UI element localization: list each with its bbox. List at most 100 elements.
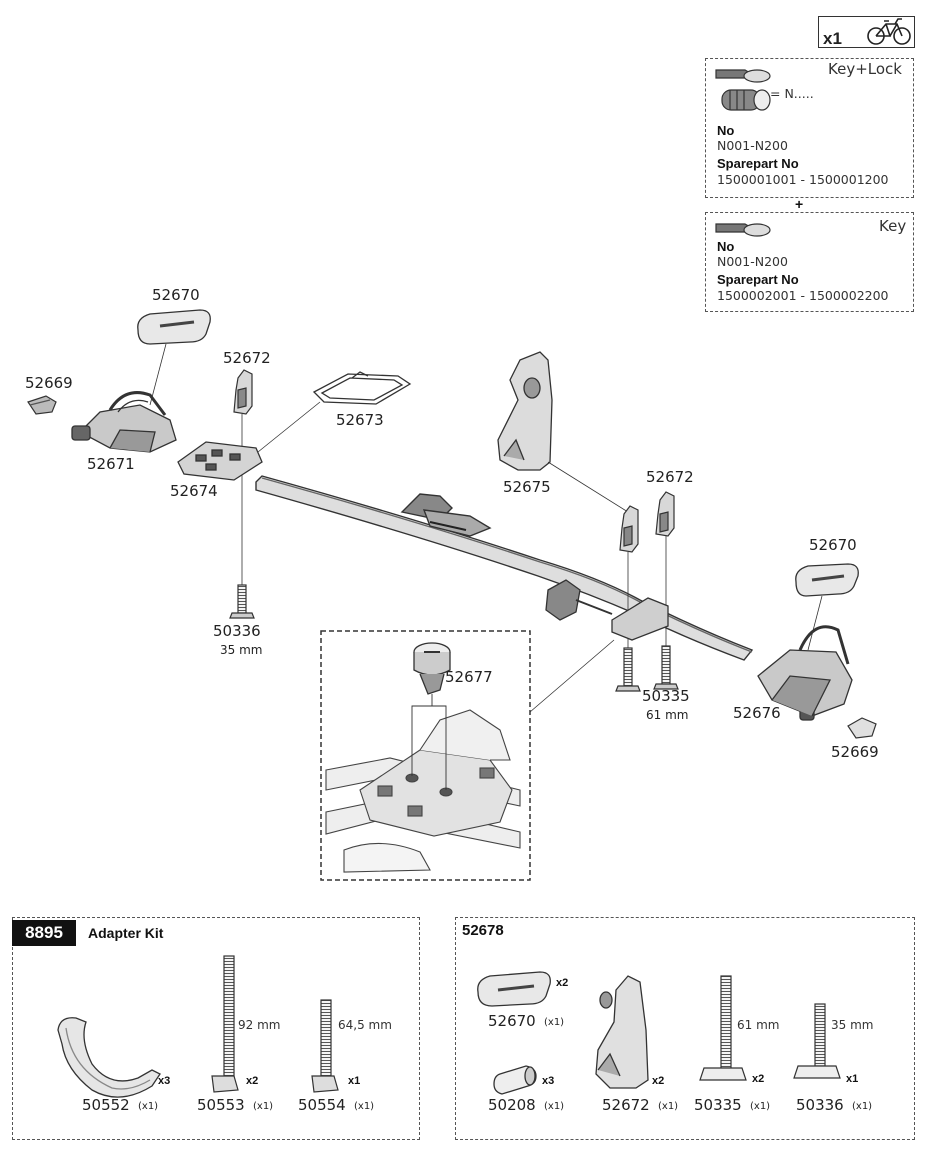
part-label: 52672 [646,468,694,486]
qty-label: x2 [246,1075,259,1087]
key-no-label: No [717,239,735,254]
item-part: 50554 [298,1096,346,1114]
wheel-holder-52676 [757,625,853,721]
wheel-holder-52671 [71,391,177,453]
part-length: 61 mm [646,708,689,722]
adapter-kit-badge: 8895 [12,920,76,946]
key-lock-equals: = N..... [770,86,814,101]
frame-plate-52673 [312,371,412,405]
wheel-rail [255,475,754,661]
part-label: 52675 [503,478,551,496]
adapter-kit-panel [12,917,420,1140]
rail-clamp [545,579,669,641]
item-part: 50553 [197,1096,245,1114]
key-icon [715,69,771,83]
t-bolt-50336-kit [793,1003,841,1079]
qty-label: x1 [348,1075,361,1087]
item-count: (x1) [750,1101,771,1112]
item-length: 61 mm [737,1018,780,1032]
item-count: (x1) [544,1101,565,1112]
t-bolt-50336 [229,584,255,619]
qty-label: x2 [652,1075,665,1087]
leader-line [547,461,629,513]
qty-label: x1 [846,1073,859,1085]
item-part: 50336 [796,1096,844,1114]
qty-label: x3 [542,1075,555,1087]
item-count: (x1) [138,1101,159,1112]
item-count: (x1) [544,1017,565,1028]
key-sparepart-label: Sparepart No [717,272,799,287]
stopper-52672-kit [595,975,649,1089]
key-title: Key [879,217,907,235]
part-label: 52670 [152,286,200,304]
quantity-box [818,16,915,48]
key-lock-title: Key+Lock [828,60,902,78]
key-lock-panel [705,58,914,198]
part-label: 52670 [809,536,857,554]
item-length: 64,5 mm [338,1018,392,1032]
item-count: (x1) [852,1101,873,1112]
stopper-52672-right-b [655,491,675,537]
quantity-label: x1 [823,29,842,48]
qty-label: x2 [556,977,569,989]
kit-52678-panel [455,917,915,1140]
detail-inset-frame [320,630,531,881]
part-label: 52671 [87,455,135,473]
part-label: 52677 [445,668,493,686]
key-lock-no-label: No [717,123,735,138]
key-icon [715,223,771,237]
t-bolt-50335-kit [699,975,747,1081]
leader-line [807,595,823,651]
item-part: 50208 [488,1096,536,1114]
stopper-52672-left [233,369,253,415]
part-label: 50336 [213,622,261,640]
part-label: 52673 [336,411,384,429]
part-label: 52669 [25,374,73,392]
item-length: 92 mm [238,1018,281,1032]
kit-52678-title: 52678 [462,922,504,939]
leader-line [257,401,321,453]
item-part: 52672 [602,1096,650,1114]
t-bolt-50554 [311,999,339,1093]
knob-52669-right [847,717,877,739]
base-plate-52674 [177,441,263,481]
bicycle-icon [867,18,911,45]
key-panel [705,212,914,312]
strap-pad-52670-right [795,563,859,597]
t-bolt-50335 [615,645,679,692]
leader-line [149,343,167,406]
stopper-52672-right-a [619,505,639,553]
adapter-50552 [57,1017,161,1098]
item-part: 50335 [694,1096,742,1114]
part-label: 52672 [223,349,271,367]
leader-line [411,694,447,790]
key-lock-sparepart-value: 1500001001 - 1500001200 [717,172,889,187]
lock-cylinder-icon [721,89,771,111]
key-lock-no-value: N001-N200 [717,138,788,153]
part-label: 52676 [733,704,781,722]
part-label: 52674 [170,482,218,500]
detail-inset [325,709,521,873]
qty-label: x3 [158,1075,171,1087]
part-label: 50335 [642,687,690,705]
part-label: 52669 [831,743,879,761]
leader-line [529,639,615,713]
knob-52669-left [27,395,57,415]
key-no-value: N001-N200 [717,254,788,269]
item-part: 52670 [488,1012,536,1030]
strap-pad-52670-kit [477,971,551,1007]
strap-pad-52670-left [137,309,211,345]
lock-cylinder-52677 [413,642,451,695]
t-bolt-50553 [211,955,239,1093]
plus-sign: + [795,196,804,212]
key-lock-sparepart-label: Sparepart No [717,156,799,171]
item-length: 35 mm [831,1018,874,1032]
adapter-kit-title: Adapter Kit [88,925,164,941]
item-count: (x1) [658,1101,679,1112]
item-count: (x1) [354,1101,375,1112]
frame-holder-52675 [497,351,553,471]
spacer-50208 [493,1065,537,1095]
key-sparepart-value: 1500002001 - 1500002200 [717,288,889,303]
item-count: (x1) [253,1101,274,1112]
